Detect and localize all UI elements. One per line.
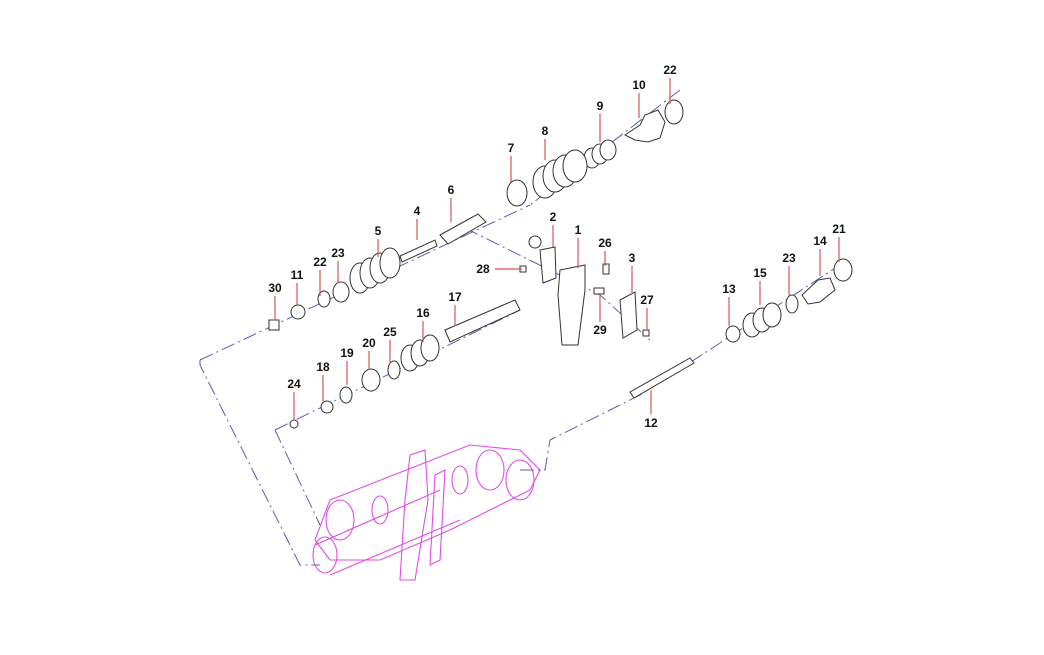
callout-28: 28 — [476, 262, 522, 276]
callout-number: 3 — [629, 251, 636, 265]
callout-number: 26 — [598, 236, 612, 250]
callout-number: 24 — [287, 377, 301, 391]
spring-5 — [349, 247, 401, 294]
callout-number: 13 — [722, 282, 736, 296]
callout-4: 4 — [414, 204, 421, 240]
callout-number: 7 — [508, 141, 515, 155]
callout-1: 1 — [575, 223, 582, 268]
callout-20: 20 — [362, 336, 376, 370]
callout-30: 30 — [268, 281, 282, 320]
callout-15: 15 — [753, 266, 767, 305]
callout-12: 12 — [644, 390, 658, 430]
callout-11: 11 — [291, 268, 304, 305]
callout-number: 14 — [813, 234, 827, 248]
callout-24: 24 — [287, 377, 301, 420]
callout-3: 3 — [629, 251, 636, 294]
callout-23: 23 — [782, 251, 796, 296]
callout-number: 21 — [832, 222, 846, 236]
callout-number: 27 — [640, 293, 654, 307]
callout-18: 18 — [316, 360, 330, 401]
callout-5: 5 — [375, 224, 382, 257]
callout-2: 2 — [550, 210, 557, 247]
callout-number: 12 — [644, 416, 658, 430]
transmission-assembly — [312, 444, 541, 581]
callout-number: 10 — [632, 78, 646, 92]
parts — [268, 99, 853, 429]
callout-16: 16 — [416, 306, 430, 342]
callout-number: 22 — [663, 63, 677, 77]
callout-number: 15 — [753, 266, 767, 280]
callout-19: 19 — [340, 346, 354, 385]
callout-number: 22 — [313, 255, 327, 269]
callout-number: 8 — [542, 124, 549, 138]
callout-26: 26 — [598, 236, 612, 266]
callout-27: 27 — [640, 293, 654, 330]
callout-number: 2 — [550, 210, 557, 224]
callout-10: 10 — [632, 78, 646, 118]
spring-8 — [532, 149, 588, 199]
callout-14: 14 — [813, 234, 827, 276]
callout-number: 1 — [575, 223, 582, 237]
callout-number: 6 — [448, 183, 455, 197]
callout-number: 4 — [414, 204, 421, 218]
callout-13: 13 — [722, 282, 736, 326]
callout-6: 6 — [448, 183, 455, 222]
callout-7: 7 — [508, 141, 515, 182]
callout-number: 30 — [268, 281, 282, 295]
callout-29: 29 — [593, 296, 607, 337]
callout-number: 23 — [331, 246, 345, 260]
callout-23: 23 — [331, 246, 345, 283]
callout-number: 23 — [782, 251, 796, 265]
callout-number: 9 — [597, 99, 604, 113]
callout-number: 17 — [448, 290, 462, 304]
callout-number: 5 — [375, 224, 382, 238]
callout-number: 28 — [476, 262, 490, 276]
callout-17: 17 — [448, 290, 462, 326]
spring-16 — [400, 334, 440, 372]
callout-number: 19 — [340, 346, 354, 360]
spring-15 — [742, 302, 782, 338]
callout-22: 22 — [313, 255, 327, 296]
callout-25: 25 — [383, 325, 397, 362]
callout-number: 20 — [362, 336, 376, 350]
spring-9 — [583, 139, 617, 169]
callout-22: 22 — [663, 63, 677, 104]
callout-number: 11 — [291, 268, 304, 282]
callout-8: 8 — [542, 124, 549, 160]
callout-number: 18 — [316, 360, 330, 374]
callout-number: 29 — [593, 323, 607, 337]
callout-number: 25 — [383, 325, 397, 339]
callout-21: 21 — [832, 222, 846, 262]
callout-number: 16 — [416, 306, 430, 320]
callout-9: 9 — [597, 99, 604, 142]
